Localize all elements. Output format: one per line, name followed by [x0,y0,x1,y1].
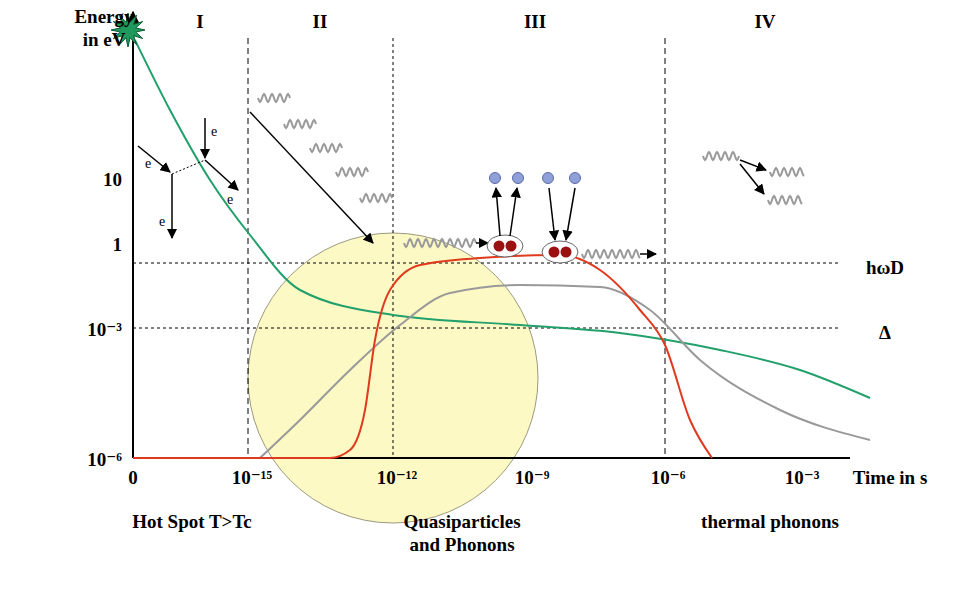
region-caption: thermal phonons [701,511,839,534]
level-label: Δ [879,322,891,345]
gap-level-line [133,328,840,329]
hot-region-circle [248,233,538,523]
electron-energy-curve [135,40,870,398]
phonon-wave [582,250,640,258]
phonon-arrow [740,164,764,194]
quasiparticle-dot [543,173,554,184]
excitation-arrow [496,188,500,236]
phonon-arrow [476,242,488,244]
phonon-wave [770,168,804,176]
electron-label: e [159,214,165,231]
phonon-wave [336,168,368,176]
level-label: hωD [866,257,904,280]
region-divider [393,38,394,458]
axis-title: Time in s [853,467,928,490]
cooper-pair [542,241,578,263]
tick-label: 10⁻¹² [377,467,417,490]
scatter-link [172,160,205,174]
tick-label: 0 [128,467,138,490]
electron-label: e [227,192,233,209]
tick-label: 10⁻⁶ [651,467,686,490]
phonon-wave [703,152,739,160]
phonon-wave [284,120,316,128]
cooper-pair [487,235,523,257]
axis-title: Energy in eV [72,6,136,52]
region-number: IV [754,11,775,34]
excitation-arrow [510,188,517,236]
debye-level-line [133,263,840,264]
quasiparticle-dot [513,173,524,184]
tick-label: 10⁻³ [87,319,122,342]
phonon-wave [360,194,392,202]
electron-dot [506,241,517,252]
recombination-arrow [566,188,575,240]
electron-dot [549,247,560,258]
region-caption: Quasiparticles and Phonons [392,511,532,557]
region-number: III [524,11,546,34]
phonon-arrow [640,253,656,255]
recombination-arrow [549,188,555,240]
quasiparticle-dot [490,173,501,184]
electron-arrow [204,118,206,158]
electron-dot [494,241,505,252]
electron-arrow [138,146,170,172]
electron-label: e [211,124,217,141]
electron-dot [561,247,572,258]
region-number: I [196,11,203,34]
tick-label: 10⁻³ [785,467,820,490]
phonon-wave [310,144,342,152]
region-divider [665,38,666,458]
region-number: II [313,11,328,34]
quasiparticle-dot [570,173,581,184]
electron-arrow [205,160,238,190]
tick-label: 10 [103,169,122,192]
tick-label: 10⁻⁶ [87,449,122,472]
phonon-wave [404,239,476,247]
electron-label: e [145,156,151,173]
electron-arrow [171,174,173,238]
tick-label: 10⁻¹⁵ [232,467,272,490]
region-divider [248,38,249,458]
tick-label: 1 [113,234,123,257]
phonon-wave [258,94,290,102]
phonon-arrow [250,112,373,243]
region-caption: Hot Spot T>Tc [132,511,252,534]
quasiparticle-curve [133,255,712,458]
phonon-curve [260,285,870,458]
tick-label: 10⁻⁹ [515,467,550,490]
y-axis [132,12,134,458]
phonon-wave [768,196,802,204]
